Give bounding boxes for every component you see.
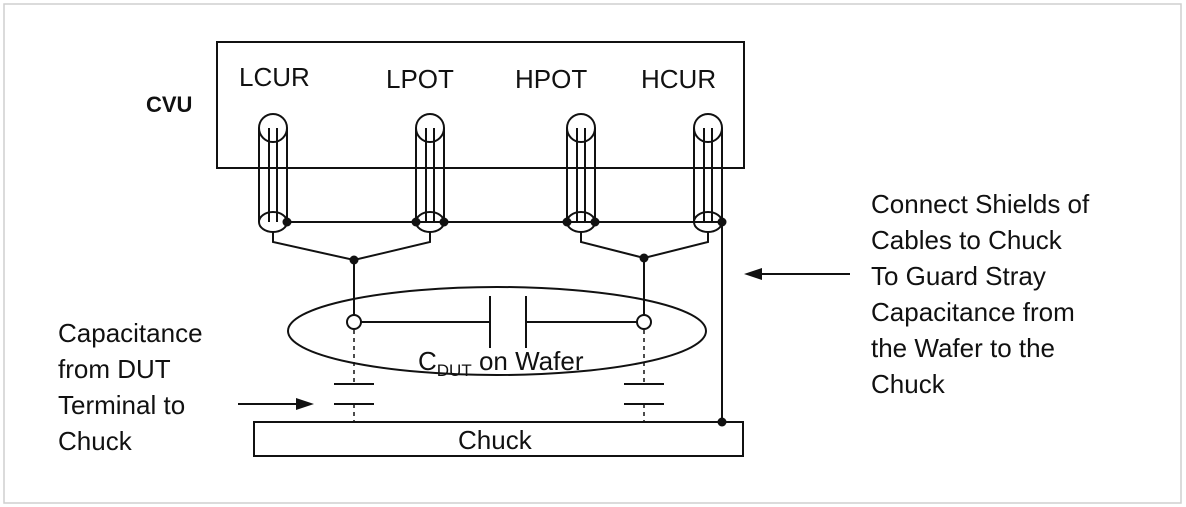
stray-cap-dashed-lines: [353, 330, 645, 422]
terminal-label-hcur: HCUR: [641, 64, 716, 94]
right-note-line-5: the Wafer to the: [871, 333, 1055, 363]
cdut-subscript: DUT: [437, 361, 472, 380]
chuck-box: [253, 421, 744, 457]
cdut-label: CDUT on Wafer: [418, 346, 584, 380]
right-note-line-1: Connect Shields of: [871, 189, 1090, 219]
left-arrow: [238, 398, 314, 410]
cvu-label: CVU: [146, 92, 192, 117]
dut-terminal-high: [636, 314, 652, 330]
right-note-line-3: To Guard Stray: [871, 261, 1046, 291]
left-note-line-4: Chuck: [58, 426, 133, 456]
terminal-label-lpot: LPOT: [386, 64, 454, 94]
terminal-label-lcur: LCUR: [239, 62, 310, 92]
stray-cap-plates: [334, 383, 664, 405]
coax-cable-hcur: [693, 113, 723, 233]
coax-cable-lpot: [415, 113, 445, 233]
shield-junctions: [282, 217, 727, 427]
cdut-suffix: on Wafer: [472, 346, 584, 376]
terminal-label-hpot: HPOT: [515, 64, 587, 94]
outer-frame: [3, 3, 1182, 504]
coax-cable-lcur: [258, 113, 288, 233]
left-note-line-3: Terminal to: [58, 390, 185, 420]
low-node-junction: [349, 255, 359, 265]
right-note-line-4: Capacitance from: [871, 297, 1075, 327]
dut-capacitor: [354, 296, 644, 348]
wafer-ellipse: [287, 286, 707, 376]
dut-terminal-low: [346, 314, 362, 330]
coax-cable-hpot: [566, 113, 596, 233]
cvu-box: [216, 41, 745, 169]
right-arrow: [744, 268, 850, 280]
right-note-line-2: Cables to Chuck: [871, 225, 1063, 255]
left-note-line-1: Capacitance: [58, 318, 203, 348]
high-node-junction: [639, 253, 649, 263]
chuck-label: Chuck: [458, 425, 533, 455]
left-annotation: Capacitance from DUT Terminal to Chuck: [58, 318, 203, 456]
right-annotation: Connect Shields of Cables to Chuck To Gu…: [871, 189, 1090, 399]
cdut-main: C: [418, 346, 437, 376]
left-note-line-2: from DUT: [58, 354, 171, 384]
right-note-line-6: Chuck: [871, 369, 946, 399]
